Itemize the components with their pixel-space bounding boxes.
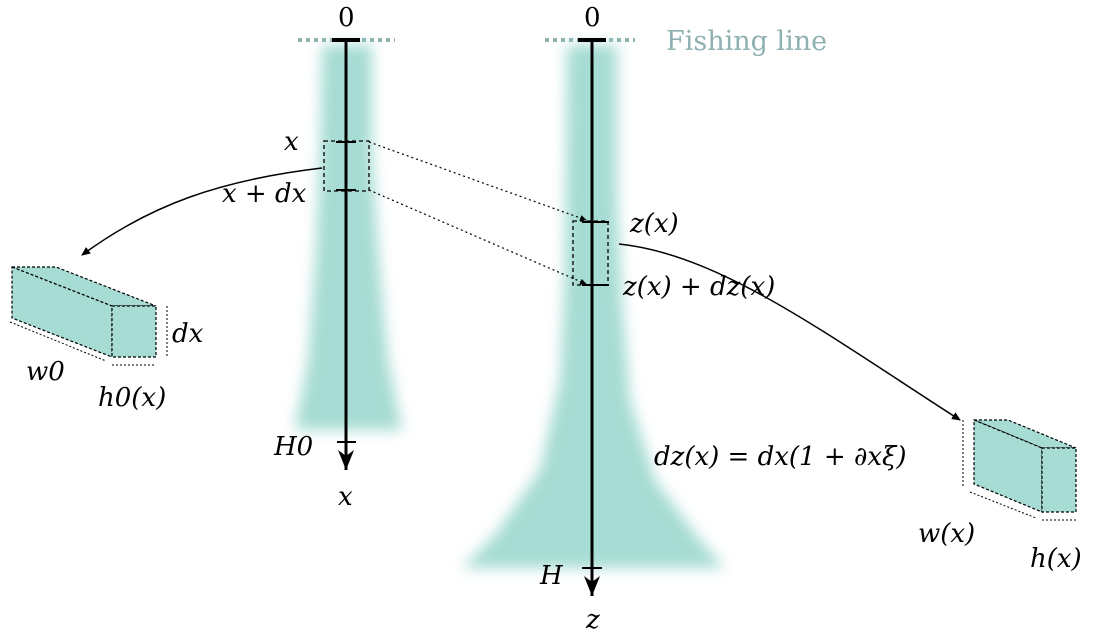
H-label: H <box>539 561 564 591</box>
left-element-box <box>323 140 370 192</box>
undeformed-fibre-shape <box>295 45 402 430</box>
left-3d-box <box>11 266 157 358</box>
left-box-width-dim <box>9 321 107 362</box>
right-box-h-label: h(x) <box>1030 544 1082 574</box>
mapping-line-bottom <box>368 189 587 285</box>
x-axis-label: x <box>338 482 353 512</box>
arrow-to-left-box <box>81 167 323 256</box>
H0-label: H0 <box>273 432 313 462</box>
right-element-box <box>572 220 609 286</box>
right-box-w-label: w(x) <box>918 519 975 549</box>
zx-dzx-label: z(x) + dz(x) <box>622 272 775 302</box>
left-box-w0-label: w0 <box>26 357 65 387</box>
mapping-line-top <box>368 141 587 221</box>
fishing-line-label: Fishing line <box>666 26 827 57</box>
zx-label: z(x) <box>629 209 679 239</box>
left-box-dx-label: dx <box>172 319 204 349</box>
z-axis-label: z <box>585 605 600 634</box>
arrow-to-right-box <box>618 243 961 421</box>
right-box-dz-label: dz(x) = dx(1 + ∂xξ) <box>654 442 906 472</box>
left-box-h0-label: h0(x) <box>98 383 166 413</box>
x-dx-label: x + dx <box>222 179 307 209</box>
right-3d-box <box>973 419 1077 513</box>
x-label: x <box>284 127 299 157</box>
right-origin-label: 0 <box>584 3 601 33</box>
left-origin-label: 0 <box>338 3 355 33</box>
